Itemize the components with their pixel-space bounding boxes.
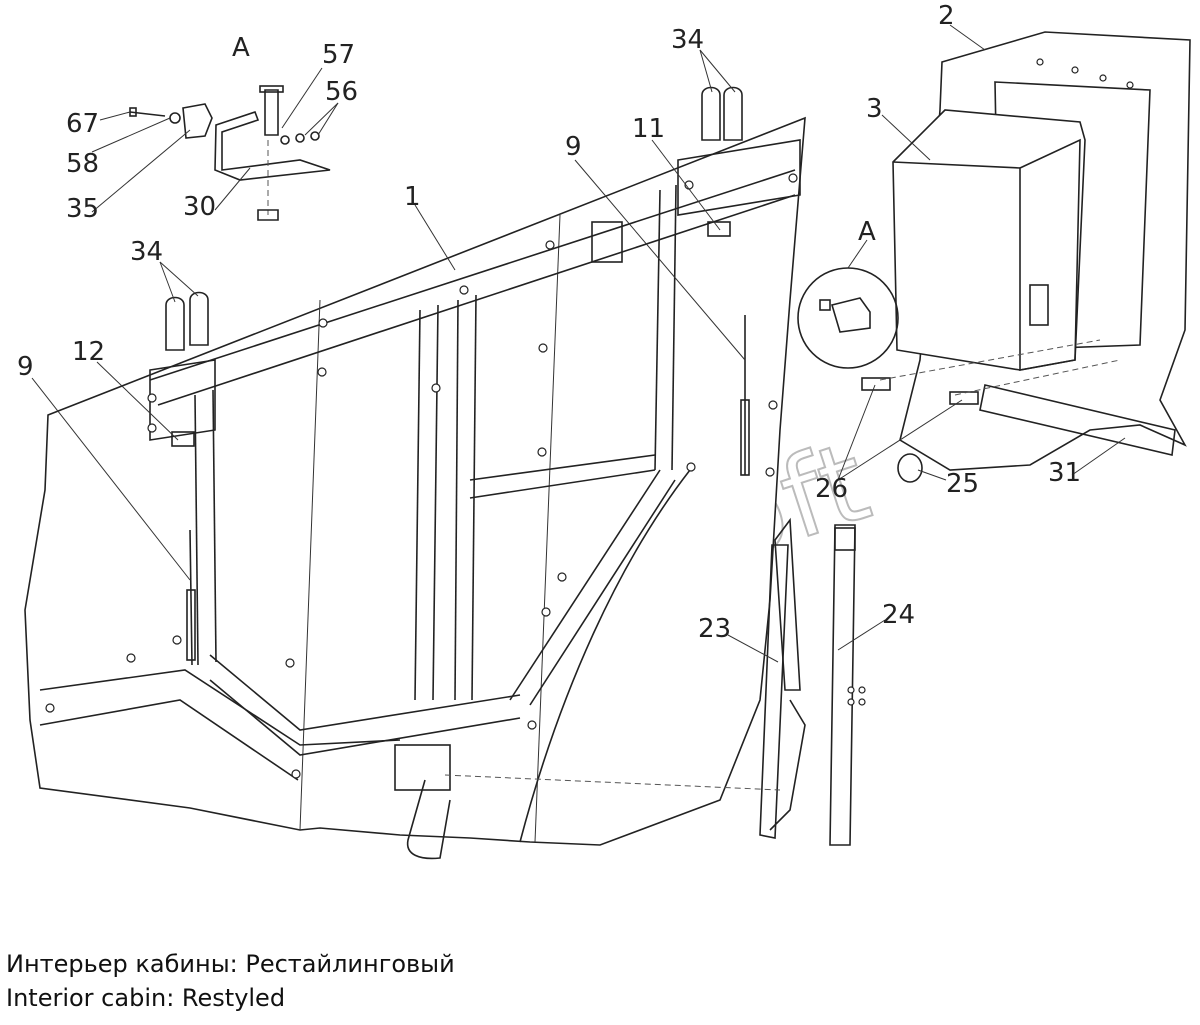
callout-a-detail: A: [858, 217, 876, 247]
callout-57: 57: [322, 40, 355, 70]
gas-strut-left: [189, 529, 193, 666]
step-bracket: [394, 744, 451, 791]
detail-a-circle: [797, 267, 899, 369]
clamp-25: [897, 453, 923, 483]
callout-34-lower: 34: [130, 237, 163, 267]
callout-9-right: 9: [565, 132, 582, 162]
callout-labels: A 67 58 35 30 57 56 34 34 1 9 11 12 9 2 …: [17, 1, 1081, 644]
tube-frame: [149, 139, 801, 756]
callout-12: 12: [72, 337, 105, 367]
callout-2: 2: [938, 1, 955, 31]
callout-34-upper: 34: [671, 25, 704, 55]
bracket-11: [707, 221, 731, 237]
callout-56: 56: [325, 77, 358, 107]
hinge-bracket-upper: [701, 86, 743, 141]
bracket-26a: [861, 377, 891, 391]
detail-a-assembly: [129, 85, 331, 221]
bolts: [45, 58, 1134, 779]
callout-23: 23: [698, 614, 731, 644]
hinge-bracket-lower: [165, 291, 209, 351]
callout-26: 26: [815, 474, 848, 504]
callout-25: 25: [946, 469, 979, 499]
callout-3: 3: [866, 94, 883, 124]
leader-lines: [31, 24, 1126, 663]
bracket-12: [171, 431, 195, 447]
callout-30: 30: [183, 192, 216, 222]
strip-24: [829, 524, 856, 846]
callout-31: 31: [1048, 458, 1081, 488]
callout-9-left: 9: [17, 352, 34, 382]
view-label-a: A: [232, 33, 250, 63]
strip-23: [759, 517, 806, 839]
callout-35: 35: [66, 194, 99, 224]
callout-1: 1: [404, 182, 421, 212]
step-handle: [406, 779, 451, 860]
rail-31: [979, 384, 1176, 456]
caption-russian: Интерьер кабины: Рестайлинговый: [6, 950, 455, 978]
bracket-26b: [949, 391, 979, 405]
callout-67: 67: [66, 109, 99, 139]
callout-24: 24: [882, 600, 915, 630]
callout-11: 11: [632, 114, 665, 144]
callout-58: 58: [66, 149, 99, 179]
exploded-parts-diagram: AutoSoft: [17, 1, 1191, 860]
caption-english: Interior cabin: Restyled: [6, 984, 286, 1012]
box-3: [892, 109, 1086, 371]
